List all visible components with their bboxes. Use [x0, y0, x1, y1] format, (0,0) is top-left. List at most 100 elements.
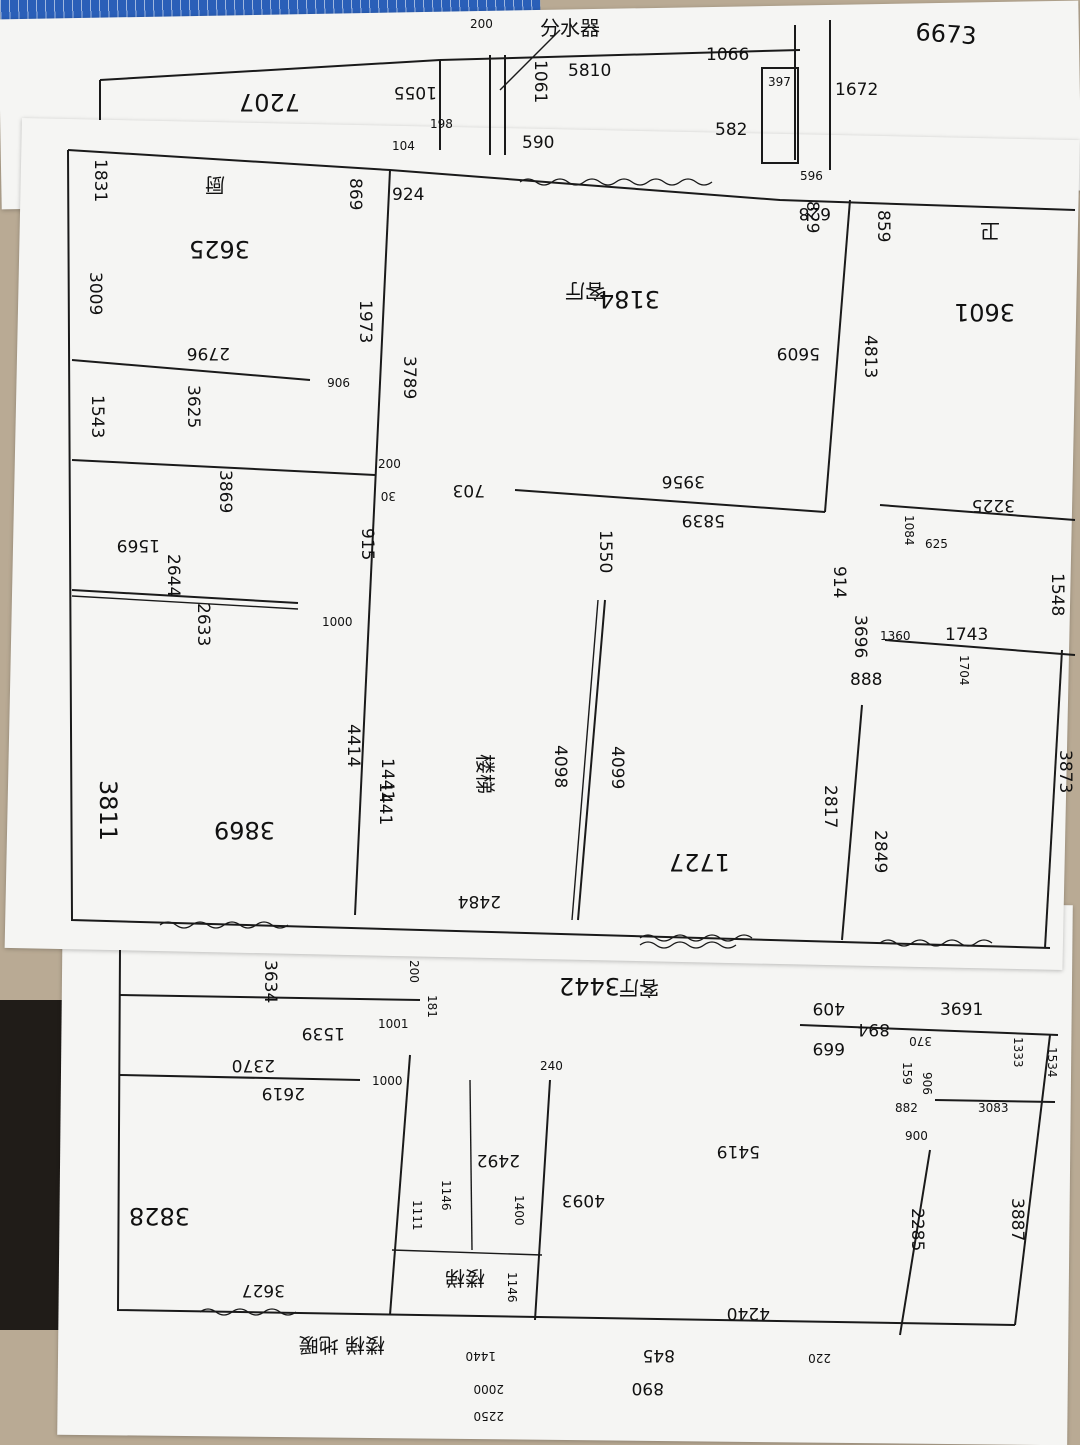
dimension-label: 3873: [1055, 750, 1075, 793]
dimension-label: 5609: [777, 343, 820, 363]
bottom-dimension-label: 2370: [232, 1055, 275, 1075]
bottom-room-label: 3442: [559, 972, 620, 1000]
room-label: 3869: [214, 816, 275, 844]
dimension-label: 1831: [90, 159, 110, 202]
top-sheet-label: 1672: [835, 80, 878, 100]
dimension-label: 3696: [850, 615, 870, 658]
top-sheet-label: 596: [800, 169, 823, 183]
bottom-footer-number: 1440: [465, 1349, 496, 1363]
bottom-dimension-label: 3634: [260, 960, 280, 1003]
dimension-label: 869: [345, 178, 365, 210]
room-name: 客厅: [565, 279, 605, 303]
top-sheet-label: 7207: [239, 88, 300, 116]
bottom-dimension-label: 181: [425, 995, 439, 1018]
bottom-dimension-label: 1534: [1045, 1047, 1059, 1078]
dimension-label: 628: [799, 203, 831, 223]
top-sheet-label: 104: [392, 139, 415, 153]
dimension-label: 924: [392, 185, 424, 205]
bottom-dimension-label: 200: [407, 960, 421, 983]
bottom-room-label: 3828: [129, 1202, 190, 1230]
dimension-label: 3625: [183, 385, 203, 428]
bottom-footer-number: 2250: [473, 1409, 504, 1423]
dimension-label: 5839: [682, 510, 725, 530]
bottom-room-label: 4093: [562, 1190, 605, 1210]
bottom-dimension-label: 1000: [372, 1074, 403, 1088]
room-name: 厨: [205, 173, 225, 197]
dimension-label: 914: [829, 566, 849, 598]
dimension-label: 915: [357, 528, 377, 560]
dimension-label: 1543: [87, 395, 107, 438]
dimension-label: 200: [378, 457, 401, 471]
dimension-label: 4813: [860, 335, 880, 378]
top-sheet-label: 590: [522, 133, 554, 153]
top-sheet-label: 5810: [568, 61, 611, 81]
dimension-label: 3225: [972, 495, 1015, 515]
bottom-dimension-label: 669: [813, 1038, 845, 1058]
dimension-label: 2633: [193, 603, 213, 646]
top-sheet-label: 200: [470, 17, 493, 31]
dimension-label: 829: [802, 201, 822, 233]
bottom-footer-note: 楼梯 地暖: [299, 1333, 385, 1357]
room-label: 3811: [94, 780, 122, 841]
dimension-label: 625: [925, 537, 948, 551]
top-sheet-drawing: 6673 分水器 7207 1055 1061 5810 1066 397 16…: [99, 16, 978, 183]
top-sheet-corner-number: 6673: [915, 18, 978, 50]
dimension-label: 1084: [902, 515, 916, 546]
top-sheet-label: 1066: [706, 45, 749, 65]
bottom-dimension-label: 370: [909, 1034, 932, 1048]
bottom-dimension-label: 1539: [302, 1023, 345, 1043]
dimension-label: 3869: [215, 470, 235, 513]
bottom-dimension-label: 409: [813, 998, 845, 1018]
dimension-label: 3009: [85, 272, 105, 315]
dimension-label: 2644: [163, 554, 183, 597]
dimension-label: 4414: [343, 724, 363, 767]
dimension-label: 1973: [355, 300, 375, 343]
main-sheet-drawing: 3625 3601 3184 3869 1569 3811 1727 1441 …: [67, 149, 1076, 949]
bottom-footer-number: 2000: [473, 1382, 504, 1396]
dimension-label: 2849: [870, 830, 890, 873]
top-sheet-label: 198: [430, 117, 453, 131]
dimension-label: 703: [453, 480, 485, 500]
bottom-dimension-label: 3691: [940, 1000, 983, 1020]
room-name: 楼梯: [473, 754, 497, 794]
dimension-label: 4099: [607, 746, 627, 789]
dimension-label: 1704: [957, 655, 971, 686]
dimension-label: 30: [381, 489, 396, 503]
room-label: 1727: [669, 848, 730, 876]
room-label: 3625: [189, 235, 250, 263]
dimension-label: 3956: [662, 471, 705, 491]
bottom-dimension-label: 3627: [242, 1280, 285, 1300]
dimension-label: 2817: [820, 785, 840, 828]
dimension-label: 1743: [945, 625, 988, 645]
room-label: 1569: [117, 535, 160, 555]
top-sheet-label: 582: [715, 120, 747, 140]
dimension-label: 2484: [458, 891, 501, 911]
dimension-label: 4098: [550, 745, 570, 788]
bottom-dimension-label: 900: [905, 1129, 928, 1143]
dimension-label: 1441: [377, 758, 397, 801]
dimension-label: 3789: [399, 356, 419, 399]
dimension-label: 1000: [322, 615, 353, 629]
dimension-label: 1360: [880, 629, 911, 643]
dimension-label: 859: [873, 210, 893, 242]
bottom-dimension-label: 2285: [907, 1208, 927, 1251]
room-label: 3184: [599, 285, 660, 313]
bottom-room-name: 楼梯: [445, 1266, 485, 1290]
bottom-dimension-label: 1146: [439, 1180, 453, 1211]
dimension-label: 2796: [187, 343, 230, 363]
bottom-room-label: 5419: [717, 1141, 760, 1161]
bottom-dimension-label: 4240: [727, 1303, 770, 1323]
bottom-dimension-label: 882: [895, 1101, 918, 1115]
room-label: 1441: [375, 782, 395, 825]
bottom-dimension-label: 906: [920, 1072, 934, 1095]
bottom-dimension-label: 1001: [378, 1017, 409, 1031]
bottom-dimension-label: 1400: [512, 1195, 526, 1226]
top-sheet-label: 1055: [394, 82, 437, 102]
bottom-dimension-label: 1111: [410, 1200, 424, 1231]
room-label: 3601: [954, 298, 1015, 326]
bottom-dimension-label: 240: [540, 1059, 563, 1073]
bottom-room-label: 2492: [477, 1150, 520, 1170]
bottom-dimension-label: 1333: [1011, 1037, 1025, 1068]
top-sheet-note: 分水器: [540, 16, 600, 40]
